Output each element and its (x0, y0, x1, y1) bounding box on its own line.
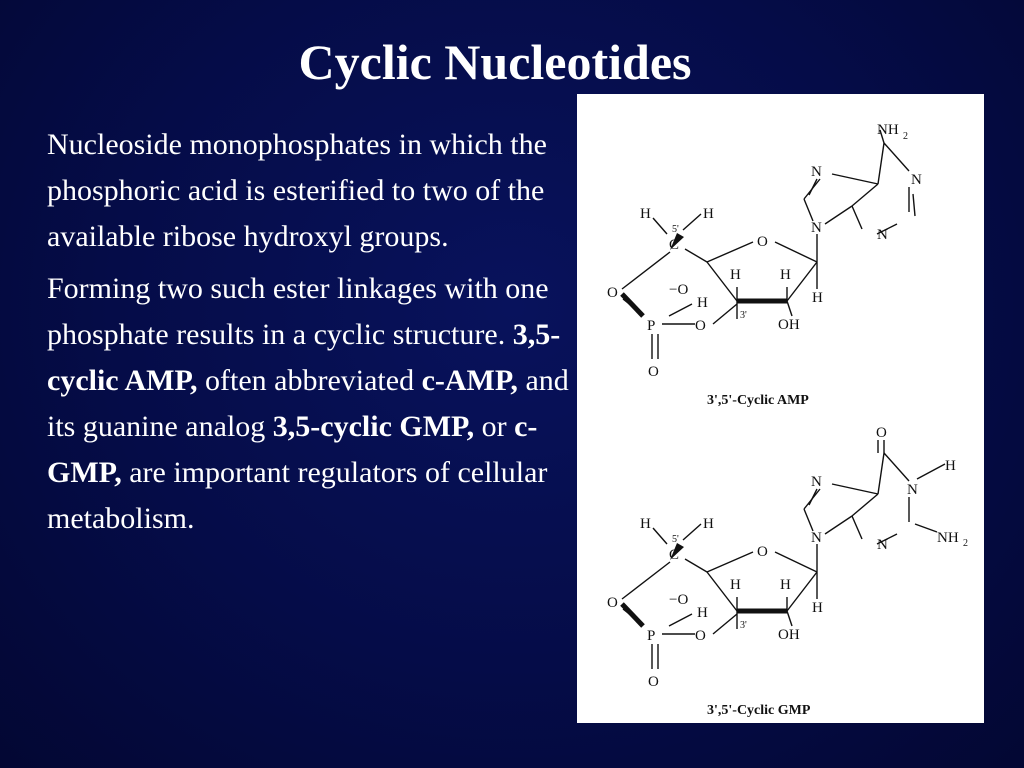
label: O (757, 544, 768, 560)
label: H (945, 458, 956, 474)
slide-title: Cyclic Nucleotides (298, 34, 692, 90)
paragraph-definition: Nucleoside monophosphates in which the p… (47, 128, 547, 253)
text-segment: Forming two such ester linkages with one… (47, 272, 549, 351)
camp-structure (620, 129, 916, 359)
label: O (695, 628, 706, 644)
label: 5' (672, 534, 679, 545)
label: 2 (903, 131, 908, 142)
label: H (812, 600, 823, 616)
label: N (811, 474, 822, 490)
camp-caption: 3',5'-Cyclic AMP (707, 393, 809, 408)
label: N (811, 530, 822, 546)
text-segment: and its guanine analog (47, 364, 569, 443)
label: P (647, 318, 655, 334)
label: −O (669, 592, 688, 608)
label: H (640, 206, 651, 222)
label: N (911, 172, 922, 188)
label: 3' (740, 620, 747, 631)
text-segment: often abbreviated (197, 364, 422, 397)
structure-figure-svg: NH 2 N N N N O H H 5' C H H H H −O O P O… (607, 122, 968, 718)
term-c-amp: c-AMP, (421, 364, 518, 397)
cgmp-caption: 3',5'-Cyclic GMP (707, 703, 811, 718)
label: N (907, 482, 918, 498)
label: O (648, 674, 659, 690)
label: O (876, 425, 887, 441)
label: 5' (672, 224, 679, 235)
label: OH (778, 627, 800, 643)
label: O (648, 364, 659, 380)
label: H (730, 577, 741, 593)
cgmp-structure (620, 440, 946, 669)
label: N (877, 537, 888, 553)
term-c-gmp: c-GMP, (47, 410, 538, 489)
paragraph-cyclic-structures: Forming two such ester linkages with one… (47, 266, 577, 542)
label: OH (778, 317, 800, 333)
cgmp-atom-labels: O N H NH 2 N N N O H H 5' C H H H H −O O… (607, 425, 968, 718)
body-text: Nucleoside monophosphates in which the p… (47, 122, 577, 548)
label: O (607, 285, 618, 301)
label: C (669, 547, 679, 563)
label: H (697, 295, 708, 311)
label: N (811, 164, 822, 180)
label: C (669, 237, 679, 253)
label: N (811, 220, 822, 236)
label: H (812, 290, 823, 306)
label: NH (877, 122, 899, 138)
label: O (757, 234, 768, 250)
label: 3' (740, 310, 747, 321)
label: H (697, 605, 708, 621)
label: O (695, 318, 706, 334)
structure-figure: NH 2 N N N N O H H 5' C H H H H −O O P O… (577, 94, 984, 723)
text-segment: are important regulators of cellular met… (47, 456, 548, 535)
label: 2 (963, 538, 968, 549)
label: H (703, 516, 714, 532)
label: N (877, 227, 888, 243)
label: H (703, 206, 714, 222)
label: H (640, 516, 651, 532)
label: O (607, 595, 618, 611)
label: NH (937, 530, 959, 546)
term-cyclic-amp: 3,5-cyclic AMP, (47, 318, 561, 397)
label: H (780, 577, 791, 593)
label: H (730, 267, 741, 283)
label: P (647, 628, 655, 644)
term-cyclic-gmp: 3,5-cyclic GMP, (272, 410, 475, 443)
camp-atom-labels: NH 2 N N N N O H H 5' C H H H H −O O P O… (607, 122, 922, 408)
label: H (780, 267, 791, 283)
text-segment: or (474, 410, 515, 443)
label: −O (669, 282, 688, 298)
